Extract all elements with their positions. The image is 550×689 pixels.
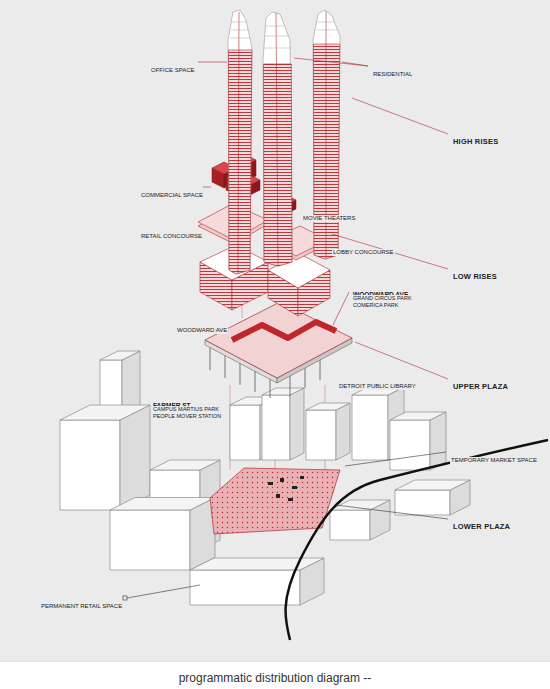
callout-label: CAMPUS MARTIUS PARK PEOPLE MOVER STATION (152, 406, 224, 419)
caption: programmatic distribution diagram -- (179, 671, 372, 685)
label-holder: UPPER PLAZA (452, 375, 509, 393)
upper-plaza (205, 302, 352, 398)
callout-label: COMMERCIAL SPACE (140, 192, 204, 199)
callout-label: LOBBY CONCOURSE (332, 249, 395, 256)
people-mover-track (286, 440, 548, 640)
label-holder: MOVIE THEATERS (302, 206, 356, 224)
callout-label: RETAIL CONCOURSE (140, 233, 203, 240)
separator (0, 661, 550, 662)
caption-holder: programmatic distribution diagram -- (0, 668, 550, 686)
ground (0, 0, 550, 660)
label-holder: HIGH RISES (452, 130, 499, 148)
label-holder: GRAND CIRCUS PARK COMERICA PARK (352, 293, 414, 311)
label-holder: RETAIL CONCOURSE (140, 224, 203, 242)
callout-label: MOVIE THEATERS (302, 215, 356, 222)
callout-label: LOWER PLAZA (452, 522, 511, 531)
label-holder: LOW RISES (452, 265, 498, 283)
label-holder: DETROIT PUBLIC LIBRARY (338, 374, 417, 392)
label-holder: OFFICE SPACE (150, 58, 196, 76)
label-holder: PERMANENT RETAIL SPACE (40, 594, 123, 612)
callout-label: HIGH RISES (452, 137, 499, 146)
callout-label: WOODWARD AVE (176, 327, 228, 334)
label-holder: LOBBY CONCOURSE (332, 240, 395, 258)
label-holder: TEMPORARY MARKET SPACE (450, 448, 538, 466)
callout-label: GRAND CIRCUS PARK COMERICA PARK (352, 295, 414, 308)
callout-label: OFFICE SPACE (150, 67, 196, 74)
label-holder: RESIDENTIAL (372, 62, 413, 80)
high-rise-towers (228, 10, 340, 274)
callout-label: DETROIT PUBLIC LIBRARY (338, 383, 417, 390)
city-buildings (60, 351, 470, 605)
callout-label: PERMANENT RETAIL SPACE (40, 603, 123, 610)
leader-lines (198, 58, 448, 379)
callout-label: UPPER PLAZA (452, 382, 509, 391)
label-holder: LOWER PLAZA (452, 515, 511, 533)
concourse-planes (198, 204, 328, 260)
callout-label: LOW RISES (452, 272, 498, 281)
leader-lines-lower (123, 452, 448, 600)
label-holder: CAMPUS MARTIUS PARK PEOPLE MOVER STATION (152, 404, 224, 422)
callout-label: RESIDENTIAL (372, 71, 413, 78)
label-holder: WOODWARD AVE (176, 318, 228, 336)
label-holder: COMMERCIAL SPACE (140, 183, 204, 201)
callout-label: TEMPORARY MARKET SPACE (450, 457, 538, 464)
